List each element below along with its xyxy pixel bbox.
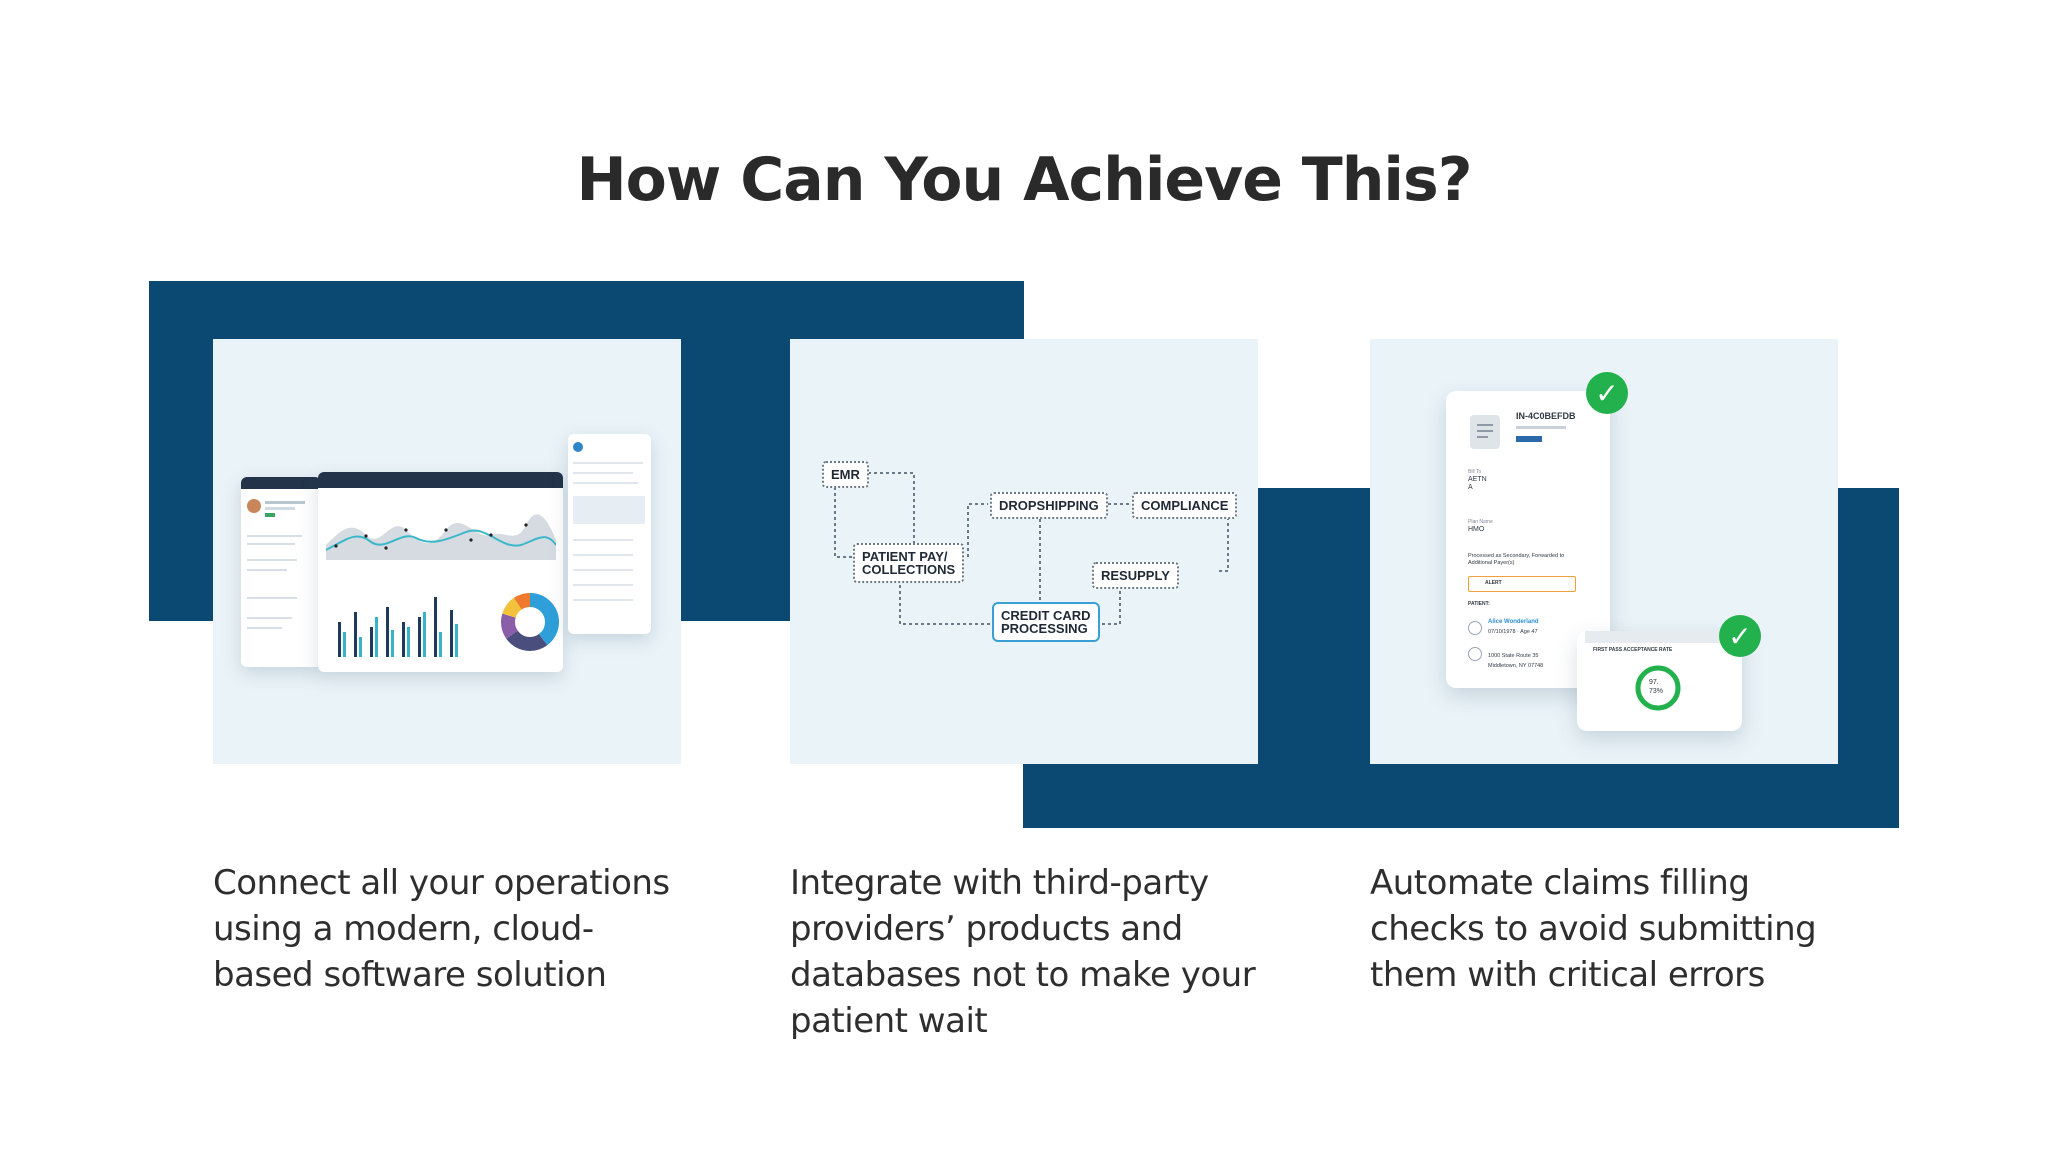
claim-id: IN-4C0BEFDB	[1516, 411, 1576, 421]
address-line2: Middletown, NY 07748	[1488, 663, 1544, 669]
patient-dob: 07/10/1978 · Age 47	[1488, 629, 1538, 635]
pin-icon	[1468, 647, 1482, 661]
node-patient-pay: PATIENT PAY/ COLLECTIONS	[853, 543, 965, 583]
alert-text: ALERT	[1485, 580, 1502, 586]
bill-to-value-2: A	[1468, 484, 1473, 491]
donut-chart	[501, 593, 559, 651]
connector-lines	[834, 472, 1229, 625]
node-resupply: RESUPPLY	[1092, 562, 1179, 589]
plan-label: Plan Name	[1468, 519, 1493, 525]
rate-value-1: 97.	[1649, 679, 1659, 686]
analytics-window	[318, 472, 563, 672]
contacts-window	[241, 477, 321, 667]
document-icon	[1470, 415, 1500, 449]
integration-card: EMR DROPSHIPPING COMPLIANCE PATIENT PAY/…	[790, 339, 1258, 764]
node-emr: EMR	[822, 461, 869, 488]
claims-card: IN-4C0BEFDB Bill To AETN A Plan Name HMO…	[1370, 339, 1838, 764]
patient-label: PATIENT:	[1468, 601, 1490, 607]
credit-card-line1: CREDIT CARD	[1001, 608, 1091, 623]
node-credit-card: CREDIT CARD PROCESSING	[992, 602, 1100, 642]
feature-caption-1: Connect all your operations using a mode…	[213, 863, 670, 995]
patient-pay-line2: COLLECTIONS	[862, 562, 956, 577]
status-text: Processed as Secondary, Forwarded to Add…	[1468, 553, 1565, 566]
rate-label: FIRST PASS ACCEPTANCE RATE	[1593, 647, 1673, 653]
patient-name: Alice Wonderland	[1488, 619, 1539, 625]
bill-to-label: Bill To	[1468, 469, 1482, 475]
page-title: How Can You Achieve This?	[576, 145, 1472, 215]
address-line1: 1000 State Route 35	[1488, 653, 1539, 659]
mobile-window	[568, 434, 651, 634]
feature-caption-2: Integrate with third-party providers’ pr…	[790, 863, 1256, 1041]
dashboard-card	[213, 339, 681, 764]
area-chart	[326, 514, 556, 560]
check-icon: ✓	[1719, 615, 1761, 657]
node-compliance: COMPLIANCE	[1132, 492, 1238, 519]
alert-box: ALERT	[1468, 576, 1576, 592]
node-dropshipping: DROPSHIPPING	[990, 492, 1108, 519]
acceptance-rate-card: FIRST PASS ACCEPTANCE RATE 97. 73%	[1577, 631, 1742, 731]
patient-pay-line1: PATIENT PAY/	[862, 549, 948, 564]
credit-card-line2: PROCESSING	[1001, 621, 1088, 636]
bar-chart	[338, 597, 458, 657]
feature-caption-3: Automate claims filling checks to avoid …	[1370, 863, 1817, 995]
rate-ring	[1635, 665, 1681, 711]
check-icon: ✓	[1586, 372, 1628, 414]
bill-to-value: AETN	[1468, 476, 1487, 483]
plan-value: HMO	[1468, 526, 1485, 533]
user-icon	[1468, 621, 1482, 635]
rate-value-2: 73%	[1649, 688, 1664, 695]
